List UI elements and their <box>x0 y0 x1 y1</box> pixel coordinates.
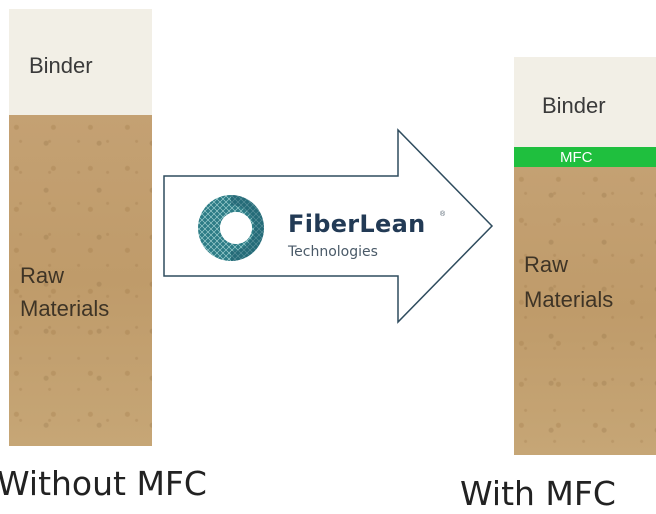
layer-stack-with-mfc: Binder MFC Raw Materials <box>514 57 656 455</box>
caption-with-mfc: With MFC <box>460 474 616 513</box>
raw-label-line1: Raw <box>524 252 569 277</box>
mfc-label: MFC <box>560 149 593 166</box>
binder-label: Binder <box>29 53 93 78</box>
caption-without-mfc: Without MFC <box>0 464 207 503</box>
raw-label-line1: Raw <box>20 263 65 288</box>
raw-materials-layer: Raw Materials <box>514 167 656 455</box>
transition-arrow <box>163 128 494 324</box>
logo-name: FiberLean <box>288 210 426 238</box>
raw-label-line2: Materials <box>20 296 110 321</box>
raw-materials-label: Raw Materials <box>20 259 109 325</box>
fiberlean-logo-icon <box>198 195 264 261</box>
mfc-layer: MFC <box>514 147 656 167</box>
binder-label: Binder <box>542 93 606 118</box>
layer-stack-without-mfc: Binder Raw Materials <box>9 9 152 446</box>
registered-mark: ® <box>440 211 446 218</box>
binder-layer: Binder <box>514 57 656 147</box>
binder-layer: Binder <box>9 9 152 115</box>
raw-materials-layer: Raw Materials <box>9 115 152 446</box>
raw-label-line2: Materials <box>524 287 614 312</box>
logo-subtitle: Technologies <box>288 244 378 260</box>
raw-materials-label: Raw Materials <box>524 247 613 317</box>
